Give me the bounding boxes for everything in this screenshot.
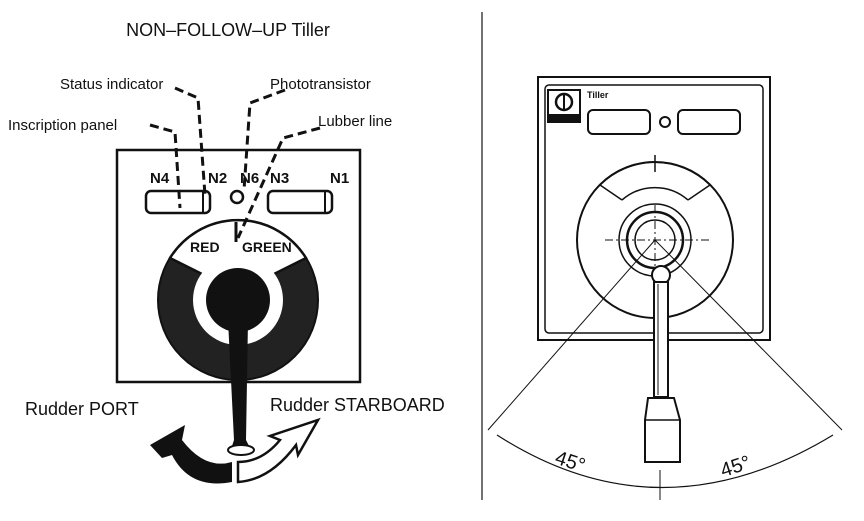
callout-status-indicator: Status indicator xyxy=(60,76,163,93)
tiller-dimension-figure: Tiller 45° 45° xyxy=(487,76,843,500)
anschutz-logo xyxy=(547,89,581,123)
label-n6: N6 xyxy=(240,170,259,187)
phototransistor xyxy=(229,189,245,205)
phototransistor xyxy=(659,116,671,128)
callout-inscription-panel: Inscription panel xyxy=(8,117,117,134)
inscription-panel-left xyxy=(587,109,651,135)
callout-lubber-line: Lubber line xyxy=(318,113,392,130)
arrow-port-icon xyxy=(150,425,232,484)
panel-title: Tiller xyxy=(587,90,609,100)
rudder-starboard-label: Rudder STARBOARD xyxy=(270,395,445,415)
label-n3: N3 xyxy=(270,170,289,187)
angle-arc xyxy=(496,434,834,489)
non-follow-up-tiller-figure: NON–FOLLOW–UP Tiller Status indicator Ph… xyxy=(8,20,445,484)
tiller-lever[interactable] xyxy=(228,320,252,452)
inscription-panel-right xyxy=(677,109,741,135)
inscription-panel-right xyxy=(266,189,334,215)
label-red: RED xyxy=(190,239,220,255)
figure-title: NON–FOLLOW–UP Tiller xyxy=(126,20,330,40)
angle-right-label: 45° xyxy=(718,452,754,482)
callout-phototransistor: Phototransistor xyxy=(270,76,371,93)
arrow-starboard-icon xyxy=(236,417,321,484)
tiller-lever[interactable] xyxy=(644,265,681,463)
rudder-port-label: Rudder PORT xyxy=(25,399,139,419)
label-n4: N4 xyxy=(150,170,170,187)
angle-left-label: 45° xyxy=(552,447,588,477)
label-n2: N2 xyxy=(208,170,227,187)
label-green: GREEN xyxy=(242,239,292,255)
label-n1: N1 xyxy=(330,170,349,187)
